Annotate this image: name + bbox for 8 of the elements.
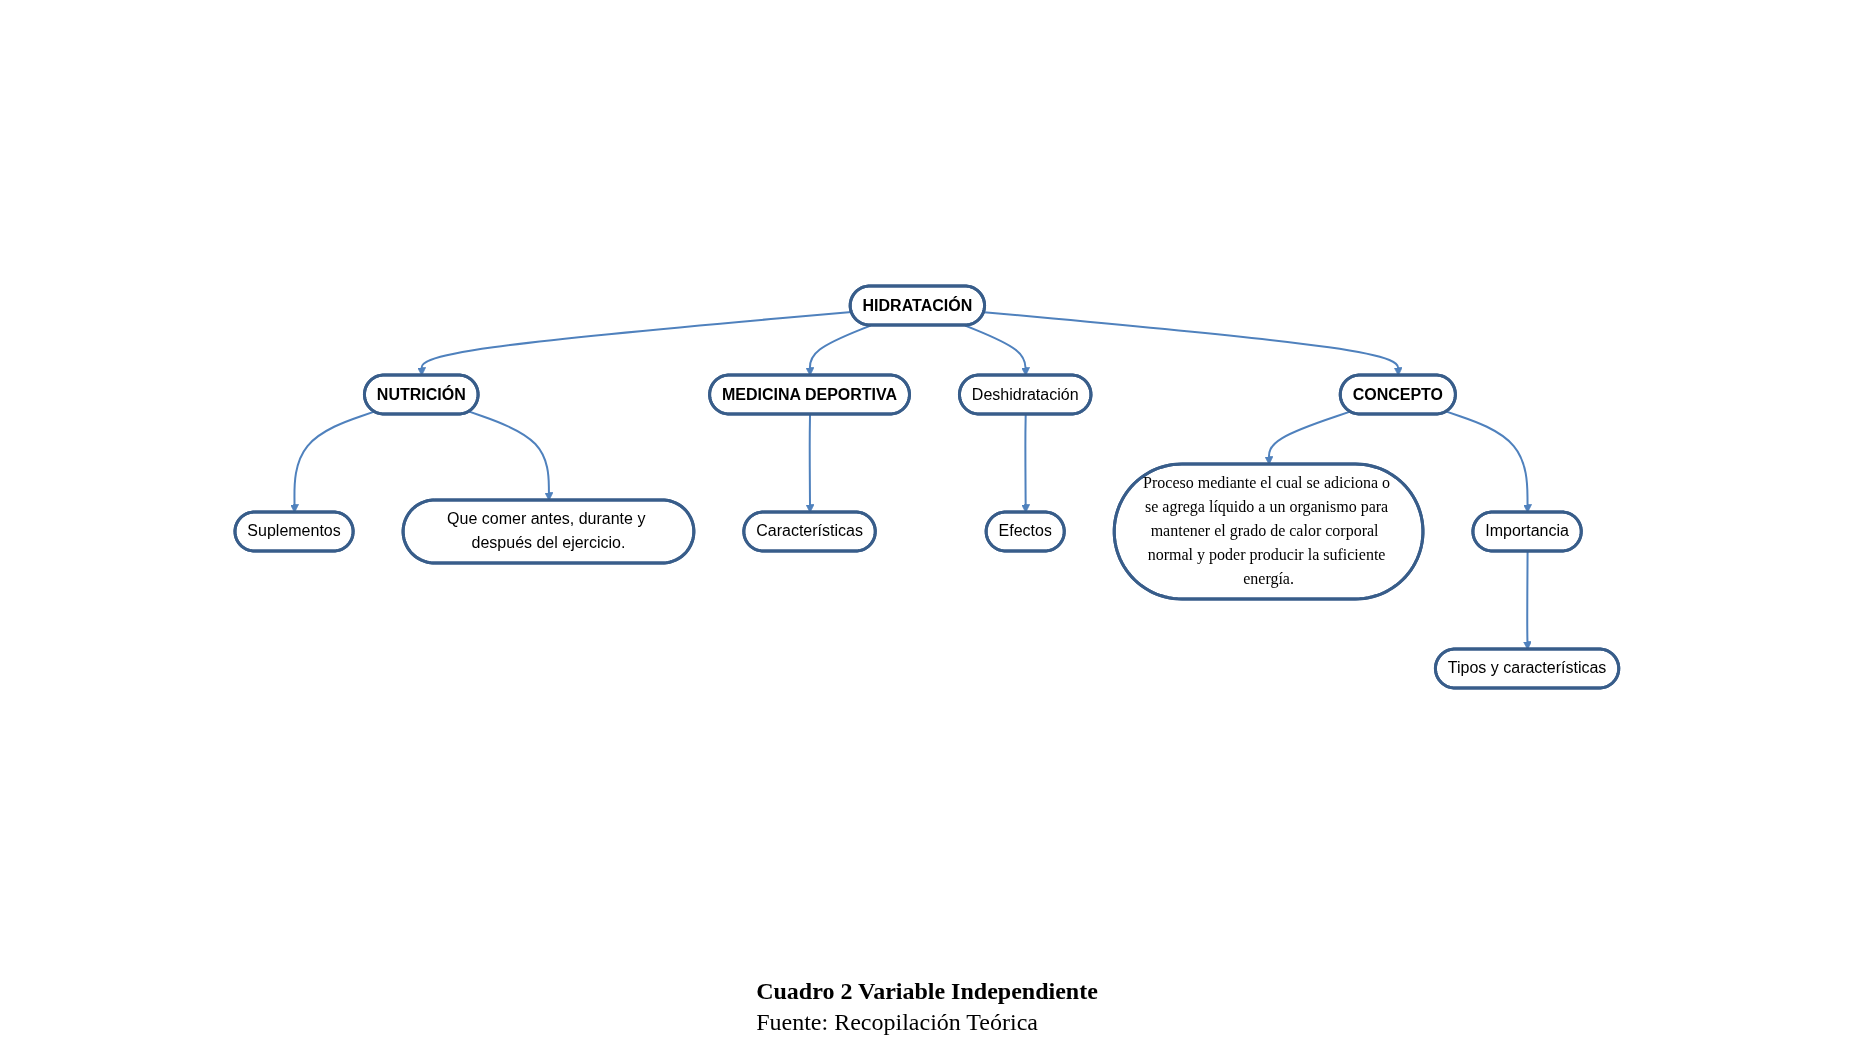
caption: Cuadro 2 Variable Independiente: [756, 978, 1098, 1005]
arrow: [1445, 410, 1533, 513]
arrow: [468, 410, 554, 501]
arrow: [290, 410, 376, 513]
arrow: [983, 311, 1403, 376]
arrow: [964, 324, 1031, 376]
source-note: Fuente: Recopilación Teórica: [756, 1009, 1039, 1036]
arrow: [805, 324, 872, 376]
